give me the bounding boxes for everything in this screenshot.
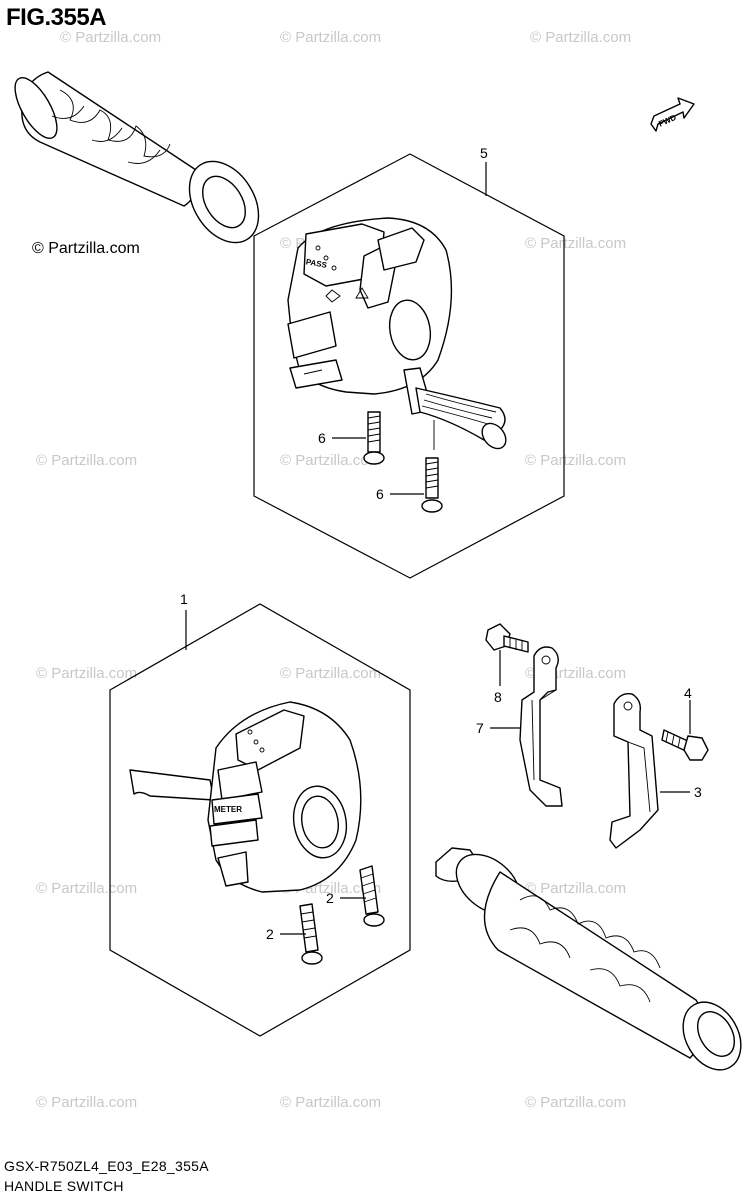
watermark: © Partzilla.com: [280, 1094, 381, 1111]
watermark: © Partzilla.com: [36, 880, 137, 897]
watermark: © Partzilla.com: [280, 665, 381, 682]
bracket-7: [519, 646, 563, 807]
screw-2-left: [299, 903, 323, 965]
callout-2b: 2: [326, 890, 334, 906]
group-5-outline: [253, 153, 565, 579]
figure-caption: HANDLE SWITCH: [4, 1178, 124, 1194]
screw-2-right: [359, 865, 385, 927]
callout-7: 7: [476, 720, 484, 736]
callout-6b: 6: [376, 486, 384, 502]
watermark: © Partzilla.com: [280, 29, 381, 46]
right-throttle-grip: [435, 847, 742, 1071]
watermark: © Partzilla.com: [36, 665, 137, 682]
bolt-4: [661, 729, 709, 761]
left-handlebar-grip: [14, 71, 260, 244]
watermark: © Partzilla.com: [60, 29, 161, 46]
watermark: © Partzilla.com: [530, 29, 631, 46]
left-handle-switch: METER: [129, 701, 362, 893]
watermark: © Partzilla.com: [36, 1094, 137, 1111]
watermark: © Partzilla.com: [525, 452, 626, 469]
watermark: © Partzilla.com: [36, 452, 137, 469]
pass-label: PASS: [305, 257, 328, 270]
watermark: © Partzilla.com: [525, 1094, 626, 1111]
bolt-8: [485, 623, 529, 653]
group-1-outline: [109, 603, 411, 1037]
fwd-arrow-icon: FWD: [650, 97, 695, 132]
screw-6-upper: [363, 411, 385, 465]
screw-6-lower: [421, 457, 443, 513]
callout-2a: 2: [266, 926, 274, 942]
copyright-notice: © Partzilla.com: [32, 240, 140, 257]
meter-label: METER: [214, 805, 242, 814]
watermark: © Partzilla.com: [525, 235, 626, 252]
watermark: © Partzilla.com: [280, 452, 381, 469]
watermark: © Partzilla.com: [525, 880, 626, 897]
figure-title: FIG.355A: [6, 4, 107, 31]
callout-6a: 6: [318, 430, 326, 446]
right-handle-switch: PASS: [287, 217, 507, 450]
callout-5: 5: [480, 145, 488, 161]
bracket-3: [609, 693, 659, 849]
callout-8: 8: [494, 689, 502, 705]
callout-3: 3: [694, 784, 702, 800]
callout-4: 4: [684, 685, 692, 701]
model-code: GSX-R750ZL4_E03_E28_355A: [4, 1158, 209, 1174]
callout-1: 1: [180, 591, 188, 607]
